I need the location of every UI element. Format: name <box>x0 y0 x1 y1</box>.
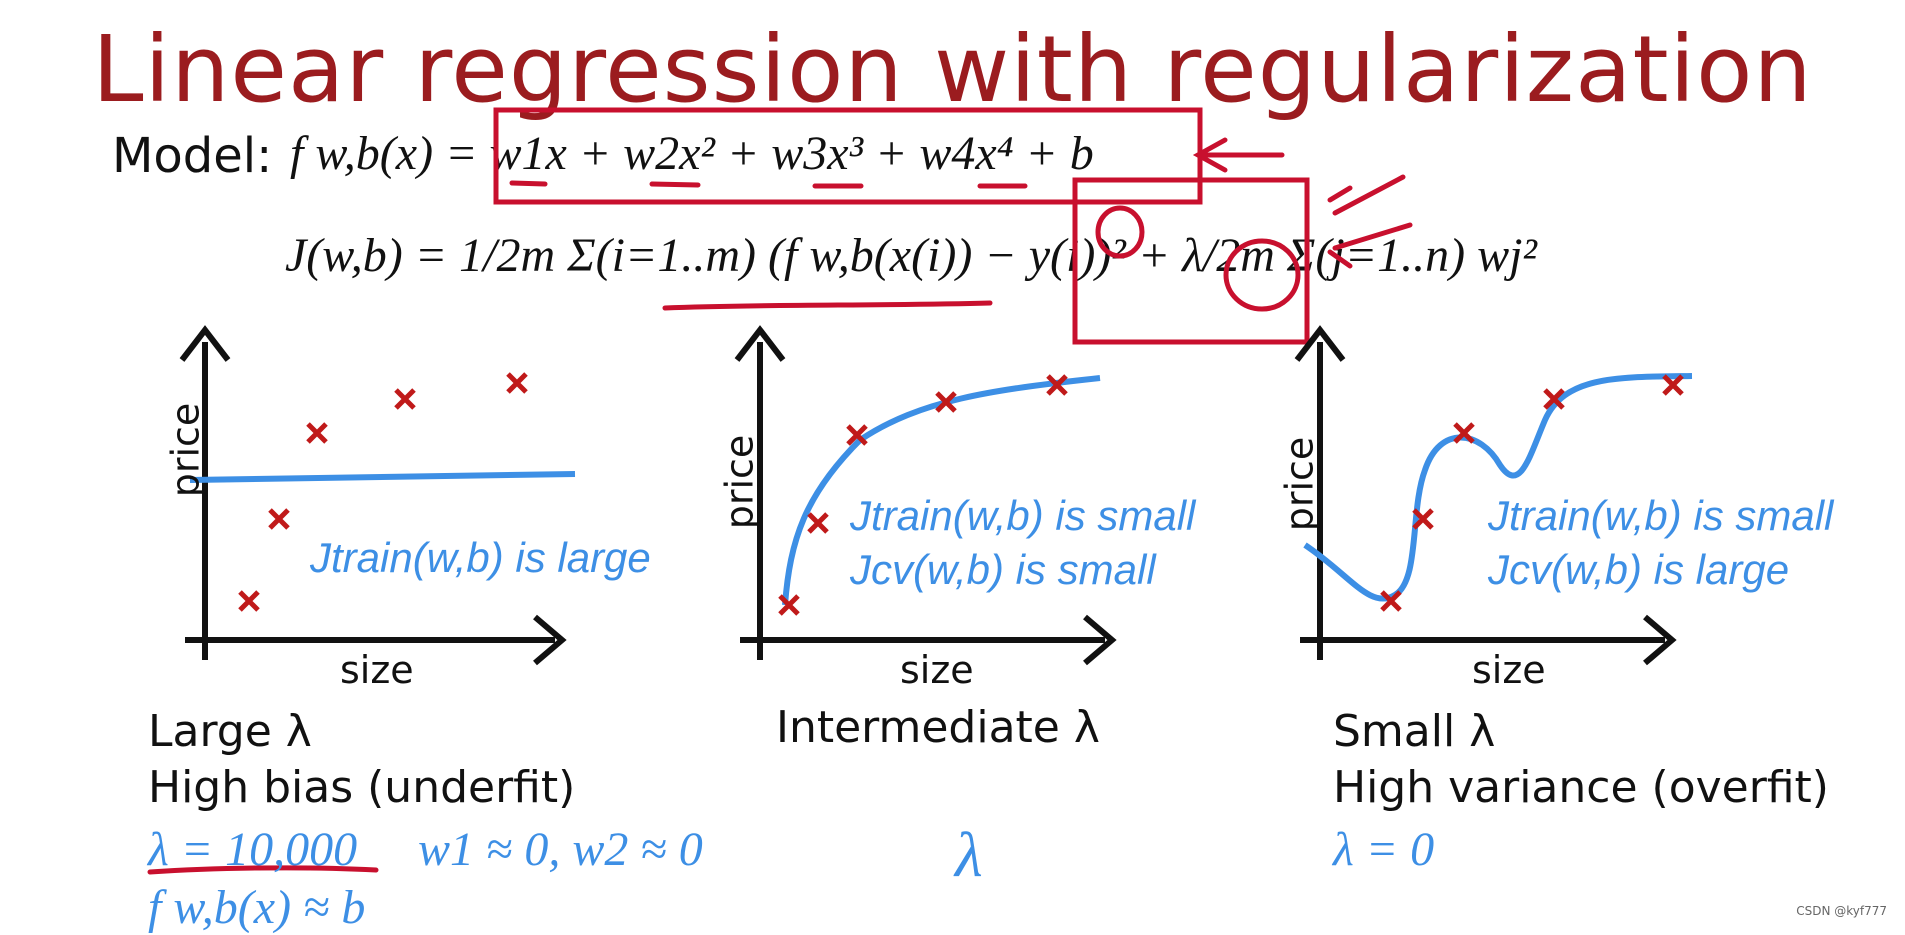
error-underline <box>662 300 993 311</box>
lambda-circle <box>1095 205 1145 259</box>
fit-line <box>189 471 576 483</box>
y-axis-arrowhead <box>734 325 786 362</box>
plot-small-lambda <box>1294 325 1693 666</box>
y-axis-arrowhead <box>179 325 231 362</box>
training-cost-note: Jtrain(w,b) is large <box>310 534 651 581</box>
lambda-caption: Small λ <box>1333 706 1496 757</box>
x-axis-arrowhead <box>1643 614 1677 666</box>
cv-cost-note: Jcv(w,b) is large <box>1488 546 1790 593</box>
training-cost-note: Jtrain(w,b) is small <box>1488 492 1834 539</box>
data-points <box>238 372 528 612</box>
cv-cost-note: Jcv(w,b) is small <box>850 546 1156 593</box>
x-axis-label: size <box>1472 648 1546 692</box>
regularization-arrows <box>1327 174 1413 269</box>
x-axis-arrowhead <box>1083 614 1117 666</box>
x-axis-label: size <box>340 648 414 692</box>
lambda-caption: Intermediate λ <box>776 702 1100 753</box>
bias-caption: High bias (underfit) <box>148 762 576 813</box>
y-axis-label: price <box>717 434 762 530</box>
model-arrow <box>1192 137 1285 173</box>
lambda-value: λ <box>955 819 983 890</box>
data-points <box>1380 374 1684 612</box>
variance-caption: High variance (overfit) <box>1333 762 1829 813</box>
watermark-text: CSDN @kyf777 <box>1796 904 1887 918</box>
weights-note: w1 ≈ 0, w2 ≈ 0 <box>418 823 703 876</box>
plot-intermediate-lambda <box>734 325 1117 666</box>
x-axis-label: size <box>900 648 974 692</box>
data-points <box>778 374 1068 616</box>
formula-annotations <box>147 107 1413 875</box>
model-formula: f w,b(x) = w1x + w2x² + w3x³ + w4x⁴ + b <box>290 127 1094 180</box>
slide-title: Linear regression with regularization <box>92 16 1813 123</box>
x-axis-arrowhead <box>533 614 567 666</box>
cost-function-formula: J(w,b) = 1/2m Σ(i=1..m) (f w,b(x(i)) − y… <box>285 229 1537 282</box>
training-cost-note: Jtrain(w,b) is small <box>850 492 1196 539</box>
y-axis-label: price <box>163 402 208 498</box>
regularization-highlight-box <box>1072 177 1310 345</box>
y-axis-arrowhead <box>1294 325 1346 362</box>
lambda-caption: Large λ <box>148 706 312 757</box>
fit-approx-note: f w,b(x) ≈ b <box>148 881 366 934</box>
plot-large-lambda <box>179 325 576 666</box>
y-axis-label: price <box>1277 436 1322 532</box>
model-label: Model: <box>112 128 273 184</box>
weight-underlines <box>509 177 1128 189</box>
lambda-value: λ = 0 <box>1333 823 1435 876</box>
lambda-value-underline <box>147 865 379 875</box>
lambda-value: λ = 10,000 <box>148 823 358 876</box>
wj-circle <box>1223 238 1301 312</box>
